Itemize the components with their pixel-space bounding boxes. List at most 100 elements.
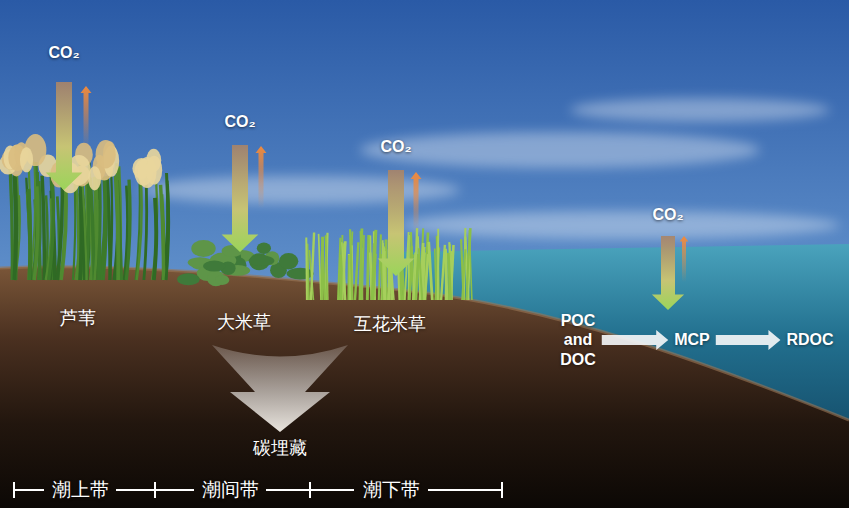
reed-stem — [107, 176, 110, 280]
grass-blade — [350, 229, 352, 300]
reed-stem — [14, 175, 16, 280]
grass-blade — [384, 240, 387, 301]
carbon-pool-node: MCP — [672, 328, 712, 351]
burial-arrow — [212, 345, 348, 432]
grass-blade — [383, 243, 384, 300]
grass-blade — [382, 248, 384, 300]
co2-label: CO₂ — [652, 206, 683, 224]
co2-label: CO₂ — [48, 44, 79, 62]
spartina-bush — [203, 261, 226, 272]
grass-blade — [437, 229, 439, 300]
co2-label: CO₂ — [224, 113, 255, 131]
carbon-pool-node: RDOC — [784, 328, 835, 351]
reed-stem — [154, 198, 156, 280]
reed-plume — [88, 166, 101, 190]
grass-blade — [416, 254, 419, 300]
spartina-bush — [215, 275, 229, 285]
co2-flux-arrows — [46, 82, 689, 310]
reed-stem — [26, 178, 31, 280]
spartina-bush — [279, 253, 298, 269]
spartina-bush — [249, 255, 275, 266]
grass-blade — [441, 245, 445, 300]
grass-blade — [445, 255, 448, 300]
plant-name: 大米草 — [217, 310, 271, 334]
spartina-bush — [177, 273, 200, 285]
grass-blade — [373, 230, 376, 300]
grass-blade — [435, 249, 437, 300]
zone-label: 潮上带 — [52, 477, 109, 503]
reed-stem — [27, 189, 31, 280]
flow-arrow — [602, 330, 668, 350]
spartina-bush — [191, 240, 215, 257]
grass-blade — [448, 253, 450, 300]
co2-uptake-arrow — [46, 82, 83, 190]
grass-blade — [462, 249, 465, 300]
reed-stem — [76, 182, 78, 280]
reed-stem — [126, 180, 130, 280]
grass-blade — [419, 248, 422, 300]
co2-release-arrow — [411, 172, 422, 232]
co2-release-arrow — [680, 236, 689, 282]
co2-label: CO₂ — [380, 138, 411, 156]
co2-uptake-arrow — [378, 170, 415, 276]
reed-stem — [42, 176, 44, 280]
zone-label: 潮下带 — [363, 477, 420, 503]
reed-stem — [90, 178, 94, 280]
spartina-bush — [287, 268, 314, 280]
node-text: POC and DOC — [560, 311, 596, 369]
spartina-bush — [257, 243, 271, 254]
grass-blade — [367, 235, 369, 300]
reed-plume — [96, 140, 116, 168]
grass-blade — [467, 233, 470, 300]
node-text: MCP — [674, 330, 710, 349]
reed-stem — [161, 185, 164, 280]
plant-name: 互花米草 — [354, 312, 426, 336]
co2-uptake-arrow — [222, 145, 259, 252]
reed-stem — [152, 183, 157, 280]
grass-blade — [311, 233, 314, 301]
grass-blade — [321, 237, 324, 300]
reed-plume — [146, 156, 162, 185]
grass-blade — [347, 255, 349, 300]
grass-blade — [446, 249, 448, 300]
land — [0, 267, 849, 508]
grass-blade — [326, 235, 328, 300]
reed-stem — [166, 184, 169, 280]
reed-stem — [110, 164, 112, 281]
zone-label: 潮间带 — [202, 477, 259, 503]
co2-release-arrow — [81, 86, 92, 148]
reed-stem — [33, 172, 39, 280]
reed-stem — [28, 169, 30, 280]
reed-stem — [49, 183, 54, 280]
grass-blade — [383, 251, 386, 300]
reed-stem — [29, 189, 31, 280]
grass-blade — [319, 234, 321, 300]
reed-stem — [116, 163, 118, 280]
reed-stem — [83, 182, 87, 280]
plant-name: 芦苇 — [60, 306, 96, 330]
reed-stem — [137, 177, 142, 281]
grass-blade — [429, 242, 433, 300]
reed-stem — [34, 186, 38, 280]
grass-blade — [342, 242, 346, 300]
reed-plume — [20, 147, 33, 172]
grass-blade — [379, 234, 381, 300]
carbon-pool-node: POC and DOC — [558, 309, 598, 371]
grass-blade — [338, 238, 340, 300]
carbon-burial-label: 碳埋藏 — [253, 436, 307, 460]
co2-uptake-arrow — [652, 236, 684, 310]
grass-blade — [383, 246, 385, 300]
flow-arrow — [716, 330, 781, 350]
grass-blade — [326, 233, 328, 300]
reed-stem — [117, 166, 119, 280]
node-text: RDOC — [786, 330, 833, 349]
grass-blade — [425, 254, 429, 300]
grass-blade — [355, 242, 358, 300]
grass-blade — [360, 229, 362, 301]
co2-release-arrow — [256, 146, 267, 208]
grass-blade — [305, 238, 308, 300]
